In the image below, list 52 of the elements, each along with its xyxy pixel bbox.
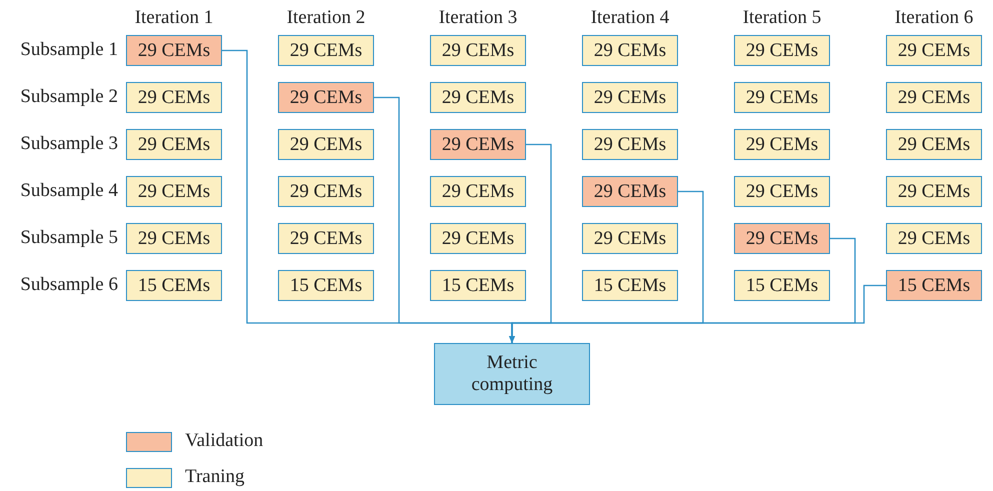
subsample-box: 29 CEMs [278, 223, 374, 254]
legend-label: Validation [185, 430, 264, 452]
process-box: Metric computing [434, 343, 590, 405]
subsample-box: 29 CEMs [126, 223, 222, 254]
subsample-box: 29 CEMs [278, 82, 374, 113]
subsample-box: 29 CEMs [582, 35, 678, 66]
subsample-box: 29 CEMs [430, 35, 526, 66]
subsample-box: 29 CEMs [582, 223, 678, 254]
subsample-box: 15 CEMs [734, 270, 830, 301]
subsample-box: 15 CEMs [126, 270, 222, 301]
subsample-box: 29 CEMs [582, 176, 678, 207]
connector-arrow [509, 284, 886, 343]
subsample-box: 29 CEMs [126, 129, 222, 160]
subsample-box: 29 CEMs [734, 35, 830, 66]
subsample-box: 29 CEMs [126, 82, 222, 113]
row-label: Subsample 3 [20, 133, 118, 155]
subsample-box: 29 CEMs [278, 35, 374, 66]
row-label: Subsample 1 [20, 39, 118, 61]
subsample-box: 29 CEMs [886, 176, 982, 207]
subsample-box: 29 CEMs [886, 129, 982, 160]
subsample-box: 29 CEMs [430, 176, 526, 207]
subsample-box: 29 CEMs [734, 223, 830, 254]
subsample-box: 29 CEMs [886, 82, 982, 113]
subsample-box: 29 CEMs [582, 129, 678, 160]
row-label: Subsample 5 [20, 227, 118, 249]
column-header: Iteration 6 [894, 7, 974, 29]
subsample-box: 29 CEMs [430, 82, 526, 113]
row-label: Subsample 4 [20, 180, 118, 202]
column-header: Iteration 2 [286, 7, 366, 29]
subsample-box: 29 CEMs [430, 129, 526, 160]
subsample-box: 29 CEMs [430, 223, 526, 254]
legend-label: Traning [185, 466, 244, 488]
subsample-box: 29 CEMs [886, 35, 982, 66]
subsample-box: 15 CEMs [582, 270, 678, 301]
subsample-box: 15 CEMs [278, 270, 374, 301]
subsample-box: 29 CEMs [734, 82, 830, 113]
subsample-box: 29 CEMs [278, 176, 374, 207]
subsample-box: 29 CEMs [886, 223, 982, 254]
column-header: Iteration 3 [438, 7, 518, 29]
subsample-box: 29 CEMs [126, 35, 222, 66]
subsample-box: 29 CEMs [734, 129, 830, 160]
subsample-box: 29 CEMs [126, 176, 222, 207]
subsample-box: 29 CEMs [734, 176, 830, 207]
column-header: Iteration 5 [742, 7, 822, 29]
column-header: Iteration 4 [590, 7, 670, 29]
subsample-box: 29 CEMs [582, 82, 678, 113]
subsample-box: 15 CEMs [430, 270, 526, 301]
row-label: Subsample 6 [20, 274, 118, 296]
subsample-box: 29 CEMs [278, 129, 374, 160]
subsample-box: 15 CEMs [886, 270, 982, 301]
column-header: Iteration 1 [134, 7, 214, 29]
row-label: Subsample 2 [20, 86, 118, 108]
